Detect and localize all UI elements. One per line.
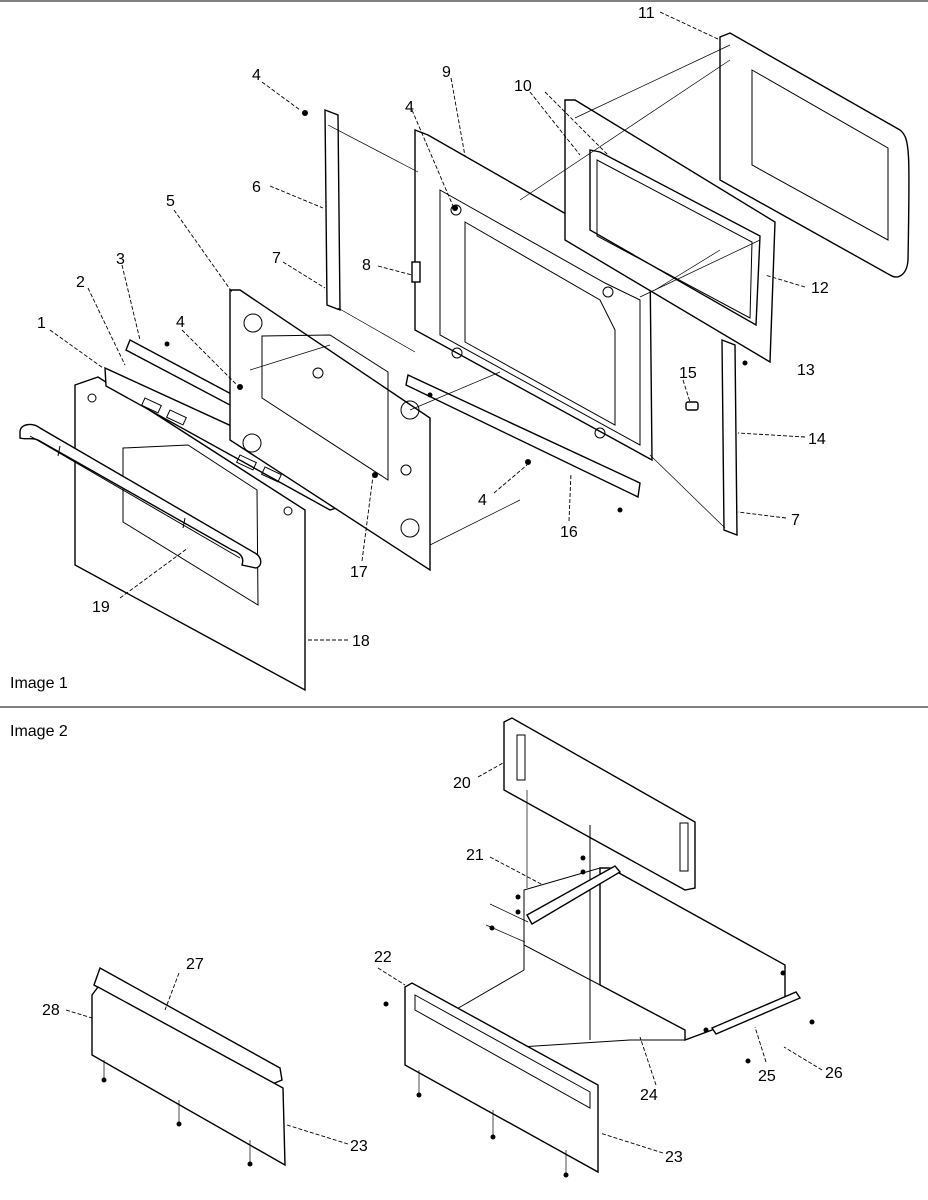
callout-23: 23 <box>665 1149 683 1166</box>
hinge-clip <box>411 261 421 283</box>
image2-leaders <box>65 762 823 1154</box>
callout-23: 23 <box>350 1138 368 1155</box>
image1-alignment-lines <box>249 44 761 546</box>
callout-8: 8 <box>362 257 371 274</box>
outer-door-panel <box>74 376 306 692</box>
inner-door-panel <box>229 289 431 572</box>
drawer-body <box>454 825 786 1048</box>
callout-27: 27 <box>186 956 204 973</box>
door-bottom-rail <box>405 373 641 499</box>
hinge-pin <box>685 401 699 411</box>
image2-callouts: 20 21 22 23 23 24 25 26 27 28 <box>42 775 843 1166</box>
callout-21: 21 <box>466 847 484 864</box>
left-hinge-channel <box>324 108 341 312</box>
drawer-slide-rail <box>526 865 622 925</box>
callout-3: 3 <box>116 251 125 268</box>
callout-12: 12 <box>811 280 829 297</box>
drawer-back-panel <box>503 717 696 891</box>
callout-17: 17 <box>350 564 368 581</box>
image1-door-assembly: 1 2 3 4 4 4 4 5 6 7 7 8 9 10 11 12 13 14… <box>10 5 910 692</box>
callout-2: 2 <box>76 274 85 291</box>
right-hinge-channel <box>721 338 738 537</box>
callout-7: 7 <box>272 250 281 267</box>
callout-20: 20 <box>453 775 471 792</box>
callout-19: 19 <box>92 599 110 616</box>
callout-4: 4 <box>478 492 487 509</box>
image2-screws <box>101 855 815 1178</box>
callout-4: 4 <box>405 99 414 116</box>
callout-13: 13 <box>797 362 815 379</box>
callout-25: 25 <box>758 1068 776 1085</box>
image1-callouts: 1 2 3 4 4 4 4 5 6 7 7 8 9 10 11 12 13 14… <box>37 5 829 650</box>
callout-5: 5 <box>166 193 175 210</box>
door-liner <box>414 128 653 462</box>
callout-26: 26 <box>825 1065 843 1082</box>
callout-24: 24 <box>640 1087 658 1104</box>
callout-18: 18 <box>352 633 370 650</box>
callout-10: 10 <box>514 78 532 95</box>
door-glass <box>564 99 776 364</box>
door-outer-frame <box>719 32 910 278</box>
drawer-side-rail <box>710 991 802 1035</box>
image1-title: Image 1 <box>10 675 68 692</box>
callout-6: 6 <box>252 179 261 196</box>
image1-leaders <box>49 11 806 641</box>
image1-screws <box>164 110 748 513</box>
callout-22: 22 <box>374 949 392 966</box>
image2-title: Image 2 <box>10 723 68 740</box>
callout-14: 14 <box>808 431 826 448</box>
callout-9: 9 <box>442 64 451 81</box>
callout-11: 11 <box>638 5 655 22</box>
image2-alignment-lines <box>103 790 567 1173</box>
alternate-drawer-front <box>91 966 286 1167</box>
door-handle <box>19 423 262 569</box>
callout-28: 28 <box>42 1002 60 1019</box>
callout-4: 4 <box>252 67 261 84</box>
callout-7: 7 <box>791 512 800 529</box>
drawer-front <box>404 982 599 1174</box>
callout-16: 16 <box>560 524 578 541</box>
callout-4: 4 <box>176 314 185 331</box>
callout-15: 15 <box>679 365 697 382</box>
callout-1: 1 <box>37 315 46 332</box>
image2-drawer-assembly: 20 21 22 23 23 24 25 26 27 28 Image 2 <box>10 717 843 1178</box>
